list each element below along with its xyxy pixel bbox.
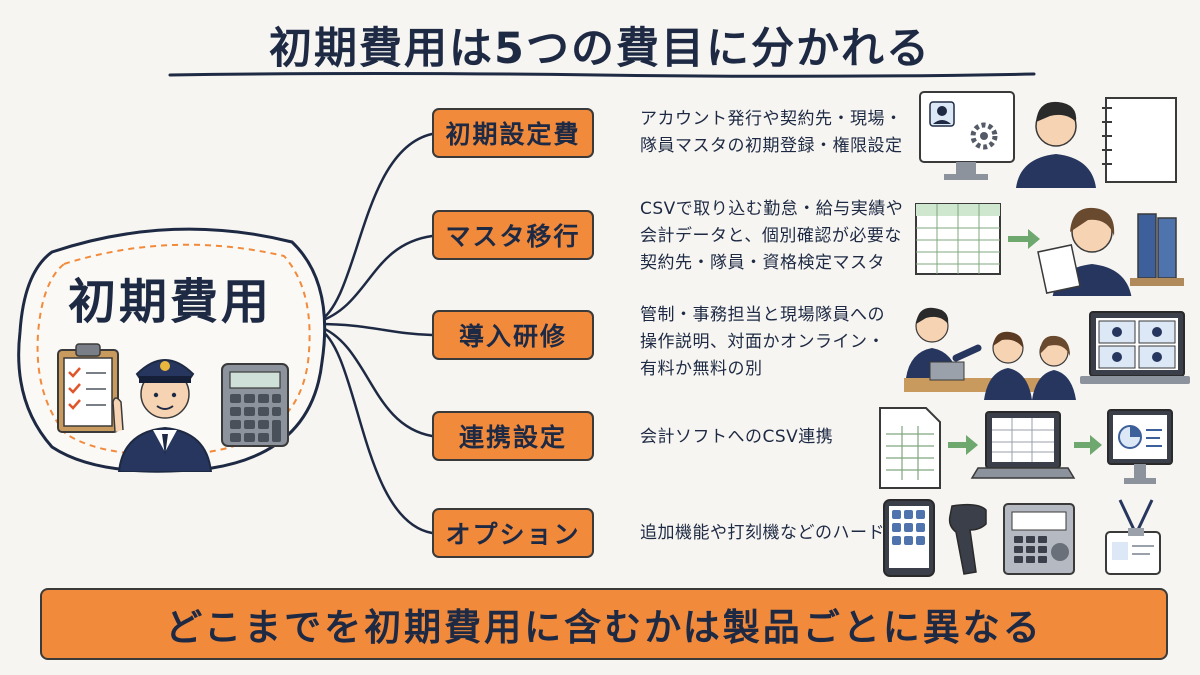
desc-line: 操作説明、対面かオンライン・ (640, 332, 885, 352)
title-underline (168, 72, 1036, 78)
calculator-icon (221, 363, 289, 447)
connector-5 (316, 326, 434, 535)
desc-line: アカウント発行や契約先・現場・ (640, 109, 903, 129)
integration-illustration (879, 407, 1173, 489)
security-guard-icon (112, 359, 213, 472)
desc-line: 隊員マスタの初期登録・権限設定 (640, 136, 903, 156)
category-desc-integration: 会計ソフトへのCSV連携 (640, 424, 910, 451)
desc-line: CSVで取り込む勤怠・給与実績や (640, 199, 904, 219)
category-pill-initial-setup: 初期設定費 (432, 108, 594, 158)
option-hardware-illustration (883, 499, 1161, 577)
desc-line: 管制・事務担当と現場隊員への (640, 305, 885, 325)
desc-line: 有料か無料の別 (640, 359, 763, 379)
category-desc-option: 追加機能や打刻機などのハード (640, 520, 910, 547)
category-pill-training: 導入研修 (432, 310, 594, 360)
training-illustration (904, 307, 1190, 400)
center-label: 初期費用 (67, 274, 272, 330)
master-migration-illustration (915, 203, 1184, 296)
initial-setup-illustration (919, 91, 1177, 188)
clipboard-icon (57, 343, 119, 433)
connector-4 (316, 324, 434, 438)
desc-line: 契約先・隊員・資格検定マスタ (640, 253, 885, 273)
category-desc-training: 管制・事務担当と現場隊員への 操作説明、対面かオンライン・ 有料か無料の別 (640, 302, 910, 383)
page-title: 初期費用は5つの費目に分かれる (269, 24, 931, 74)
connector-2 (316, 234, 434, 324)
connector-3 (316, 322, 434, 337)
category-pill-option: オプション (432, 508, 594, 558)
desc-line: 追加機能や打刻機などのハード (640, 523, 885, 543)
category-desc-initial-setup: アカウント発行や契約先・現場・ 隊員マスタの初期登録・権限設定 (640, 106, 910, 160)
category-desc-master-migration: CSVで取り込む勤怠・給与実績や 会計データと、個別確認が必要な 契約先・隊員・… (640, 196, 910, 277)
category-pill-integration: 連携設定 (432, 411, 594, 461)
desc-line: 会計ソフトへのCSV連携 (640, 427, 834, 447)
category-pill-master-migration: マスタ移行 (432, 210, 594, 260)
connector-1 (316, 132, 434, 324)
footer-banner: どこまでを初期費用に含むかは製品ごとに異なる (40, 588, 1168, 660)
desc-line: 会計データと、個別確認が必要な (640, 226, 902, 246)
